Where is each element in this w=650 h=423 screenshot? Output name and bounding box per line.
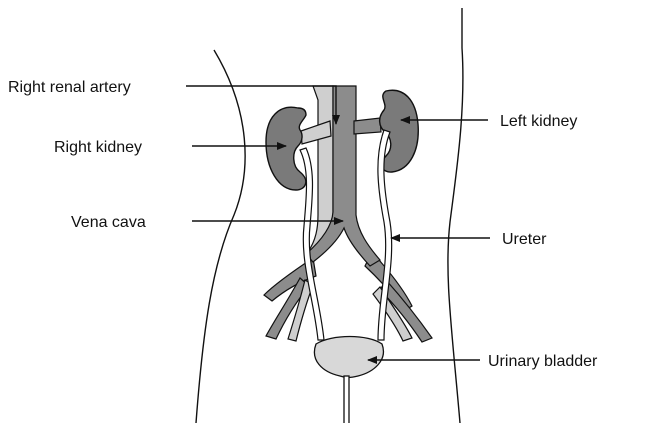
- label-ureter: Ureter: [502, 231, 547, 248]
- urethra: [344, 376, 349, 423]
- great-vessels: [301, 86, 381, 266]
- body-outline-right: [448, 8, 463, 423]
- labels: Right renal artery Right kidney Vena cav…: [8, 79, 598, 370]
- left-renal-vein: [354, 118, 381, 134]
- right-kidney-shape: [266, 107, 306, 190]
- label-right-kidney: Right kidney: [54, 139, 142, 156]
- urinary-bladder-shape: [314, 337, 383, 378]
- label-right-renal-artery: Right renal artery: [8, 79, 131, 96]
- iliac-vessels: [264, 252, 432, 342]
- label-left-kidney: Left kidney: [500, 113, 577, 130]
- leader-right-renal-artery: [186, 86, 336, 124]
- label-urinary-bladder: Urinary bladder: [488, 353, 598, 370]
- body-outline-left: [196, 50, 245, 423]
- label-vena-cava: Vena cava: [71, 214, 146, 231]
- bladder-group: [314, 337, 383, 423]
